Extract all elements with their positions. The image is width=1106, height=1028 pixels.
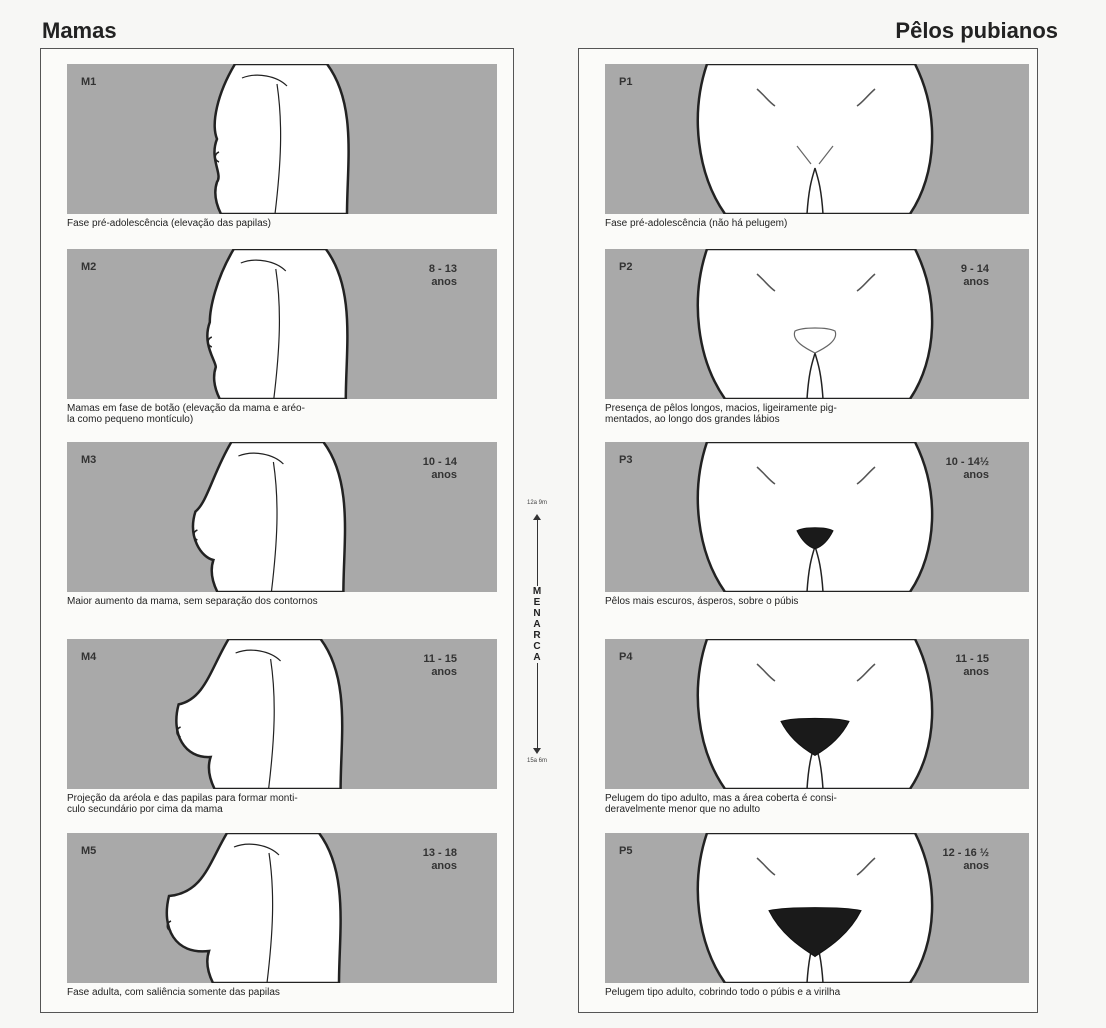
menarche-letter: N: [529, 608, 545, 619]
menarche-letter: M: [529, 586, 545, 597]
stage-code: M4: [81, 651, 96, 663]
caption-line: Projeção da aréola e das papilas para fo…: [67, 793, 298, 804]
age-range-years: 11 - 15: [909, 653, 989, 666]
stage-code: P1: [619, 76, 632, 88]
menarche-letter: A: [529, 619, 545, 630]
breast-stage-panel: M3 10 - 14anos: [67, 442, 497, 592]
stage-caption: Maior aumento da mama, sem separação dos…: [67, 596, 318, 607]
breast-stage-panel: M5 13 - 18anos: [67, 833, 497, 983]
stage-caption: Presença de pêlos longos, macios, ligeir…: [605, 403, 837, 425]
age-range-unit: anos: [377, 666, 457, 679]
stage-caption: Fase pré-adolescência (elevação das papi…: [67, 218, 271, 229]
stage-age-range: 10 - 14anos: [377, 456, 457, 482]
caption-line: Pêlos mais escuros, ásperos, sobre o púb…: [605, 596, 798, 607]
caption-line: mentados, ao longo dos grandes lábios: [605, 414, 837, 425]
caption-line: Presença de pêlos longos, macios, ligeir…: [605, 403, 837, 414]
stage-code: M2: [81, 261, 96, 273]
age-range-years: 12 - 16 ½: [909, 847, 989, 860]
pubic-stage-panel: P4 11 - 15anos: [605, 639, 1029, 789]
age-range-unit: anos: [909, 666, 989, 679]
stage-age-range: 10 - 14½anos: [909, 456, 989, 482]
menarche-letter: C: [529, 641, 545, 652]
menarche-letter: E: [529, 597, 545, 608]
stage-age-range: 13 - 18anos: [377, 847, 457, 873]
stage-code: P4: [619, 651, 632, 663]
age-range-years: 10 - 14: [377, 456, 457, 469]
stage-age-range: 12 - 16 ½anos: [909, 847, 989, 873]
pubic-figure-illustration: [605, 64, 1029, 214]
age-range-years: 9 - 14: [909, 263, 989, 276]
caption-line: Maior aumento da mama, sem separação dos…: [67, 596, 318, 607]
caption-line: Fase pré-adolescência (não há pelugem): [605, 218, 787, 229]
caption-line: la como pequeno montículo): [67, 414, 305, 425]
menarche-letter: R: [529, 630, 545, 641]
age-range-years: 11 - 15: [377, 653, 457, 666]
age-range-unit: anos: [377, 469, 457, 482]
breast-stage-panel: M4 11 - 15anos: [67, 639, 497, 789]
breasts-heading: Mamas: [42, 18, 117, 44]
stage-caption: Mamas em fase de botão (elevação da mama…: [67, 403, 305, 425]
age-range-years: 10 - 14½: [909, 456, 989, 469]
stage-age-range: 9 - 14anos: [909, 263, 989, 289]
pubic-hair-stages-column: P1Fase pré-adolescência (não há pelugem)…: [578, 48, 1038, 1013]
pubic-stage-panel: P2 9 - 14anos: [605, 249, 1029, 399]
caption-line: Mamas em fase de botão (elevação da mama…: [67, 403, 305, 414]
stage-code: P3: [619, 454, 632, 466]
breast-stages-column: M1Fase pré-adolescência (elevação das pa…: [40, 48, 514, 1013]
stage-caption: Projeção da aréola e das papilas para fo…: [67, 793, 298, 815]
stage-caption: Pelugem tipo adulto, cobrindo todo o púb…: [605, 987, 840, 998]
menarche-end-age: 15a 6m: [517, 758, 557, 764]
stage-code: P5: [619, 845, 632, 857]
age-range-years: 13 - 18: [377, 847, 457, 860]
age-range-unit: anos: [909, 860, 989, 873]
breast-stage-panel: M2 8 - 13anos: [67, 249, 497, 399]
caption-line: Fase pré-adolescência (elevação das papi…: [67, 218, 271, 229]
menarche-letter: A: [529, 652, 545, 663]
breast-figure-illustration: [67, 64, 497, 214]
menarche-label: MENARCA: [529, 586, 545, 663]
stage-age-range: 11 - 15anos: [909, 653, 989, 679]
caption-line: Pelugem tipo adulto, cobrindo todo o púb…: [605, 987, 840, 998]
breast-stage-panel: M1: [67, 64, 497, 214]
pubic-hair-heading: Pêlos pubianos: [895, 18, 1058, 44]
caption-line: Pelugem do tipo adulto, mas a área cober…: [605, 793, 837, 804]
stage-code: P2: [619, 261, 632, 273]
pubic-stage-panel: P1: [605, 64, 1029, 214]
arrow-down-icon: [533, 748, 541, 754]
age-range-unit: anos: [377, 860, 457, 873]
age-range-years: 8 - 13: [377, 263, 457, 276]
caption-line: Fase adulta, com saliência somente das p…: [67, 987, 280, 998]
age-range-unit: anos: [377, 276, 457, 289]
age-range-unit: anos: [909, 276, 989, 289]
pubic-stage-panel: P5 12 - 16 ½anos: [605, 833, 1029, 983]
age-range-unit: anos: [909, 469, 989, 482]
stage-caption: Pelugem do tipo adulto, mas a área cober…: [605, 793, 837, 815]
menarche-start-age: 12a 9m: [517, 500, 557, 506]
stage-age-range: 11 - 15anos: [377, 653, 457, 679]
stage-code: M5: [81, 845, 96, 857]
stage-code: M1: [81, 76, 96, 88]
stage-code: M3: [81, 454, 96, 466]
stage-caption: Fase pré-adolescência (não há pelugem): [605, 218, 787, 229]
stage-age-range: 8 - 13anos: [377, 263, 457, 289]
caption-line: culo secundário por cima da mama: [67, 804, 298, 815]
stage-caption: Fase adulta, com saliência somente das p…: [67, 987, 280, 998]
menarche-indicator: 12a 9m 15a 6m MENARCA: [517, 500, 557, 770]
stage-caption: Pêlos mais escuros, ásperos, sobre o púb…: [605, 596, 798, 607]
caption-line: deravelmente menor que no adulto: [605, 804, 837, 815]
pubic-stage-panel: P3 10 - 14½anos: [605, 442, 1029, 592]
